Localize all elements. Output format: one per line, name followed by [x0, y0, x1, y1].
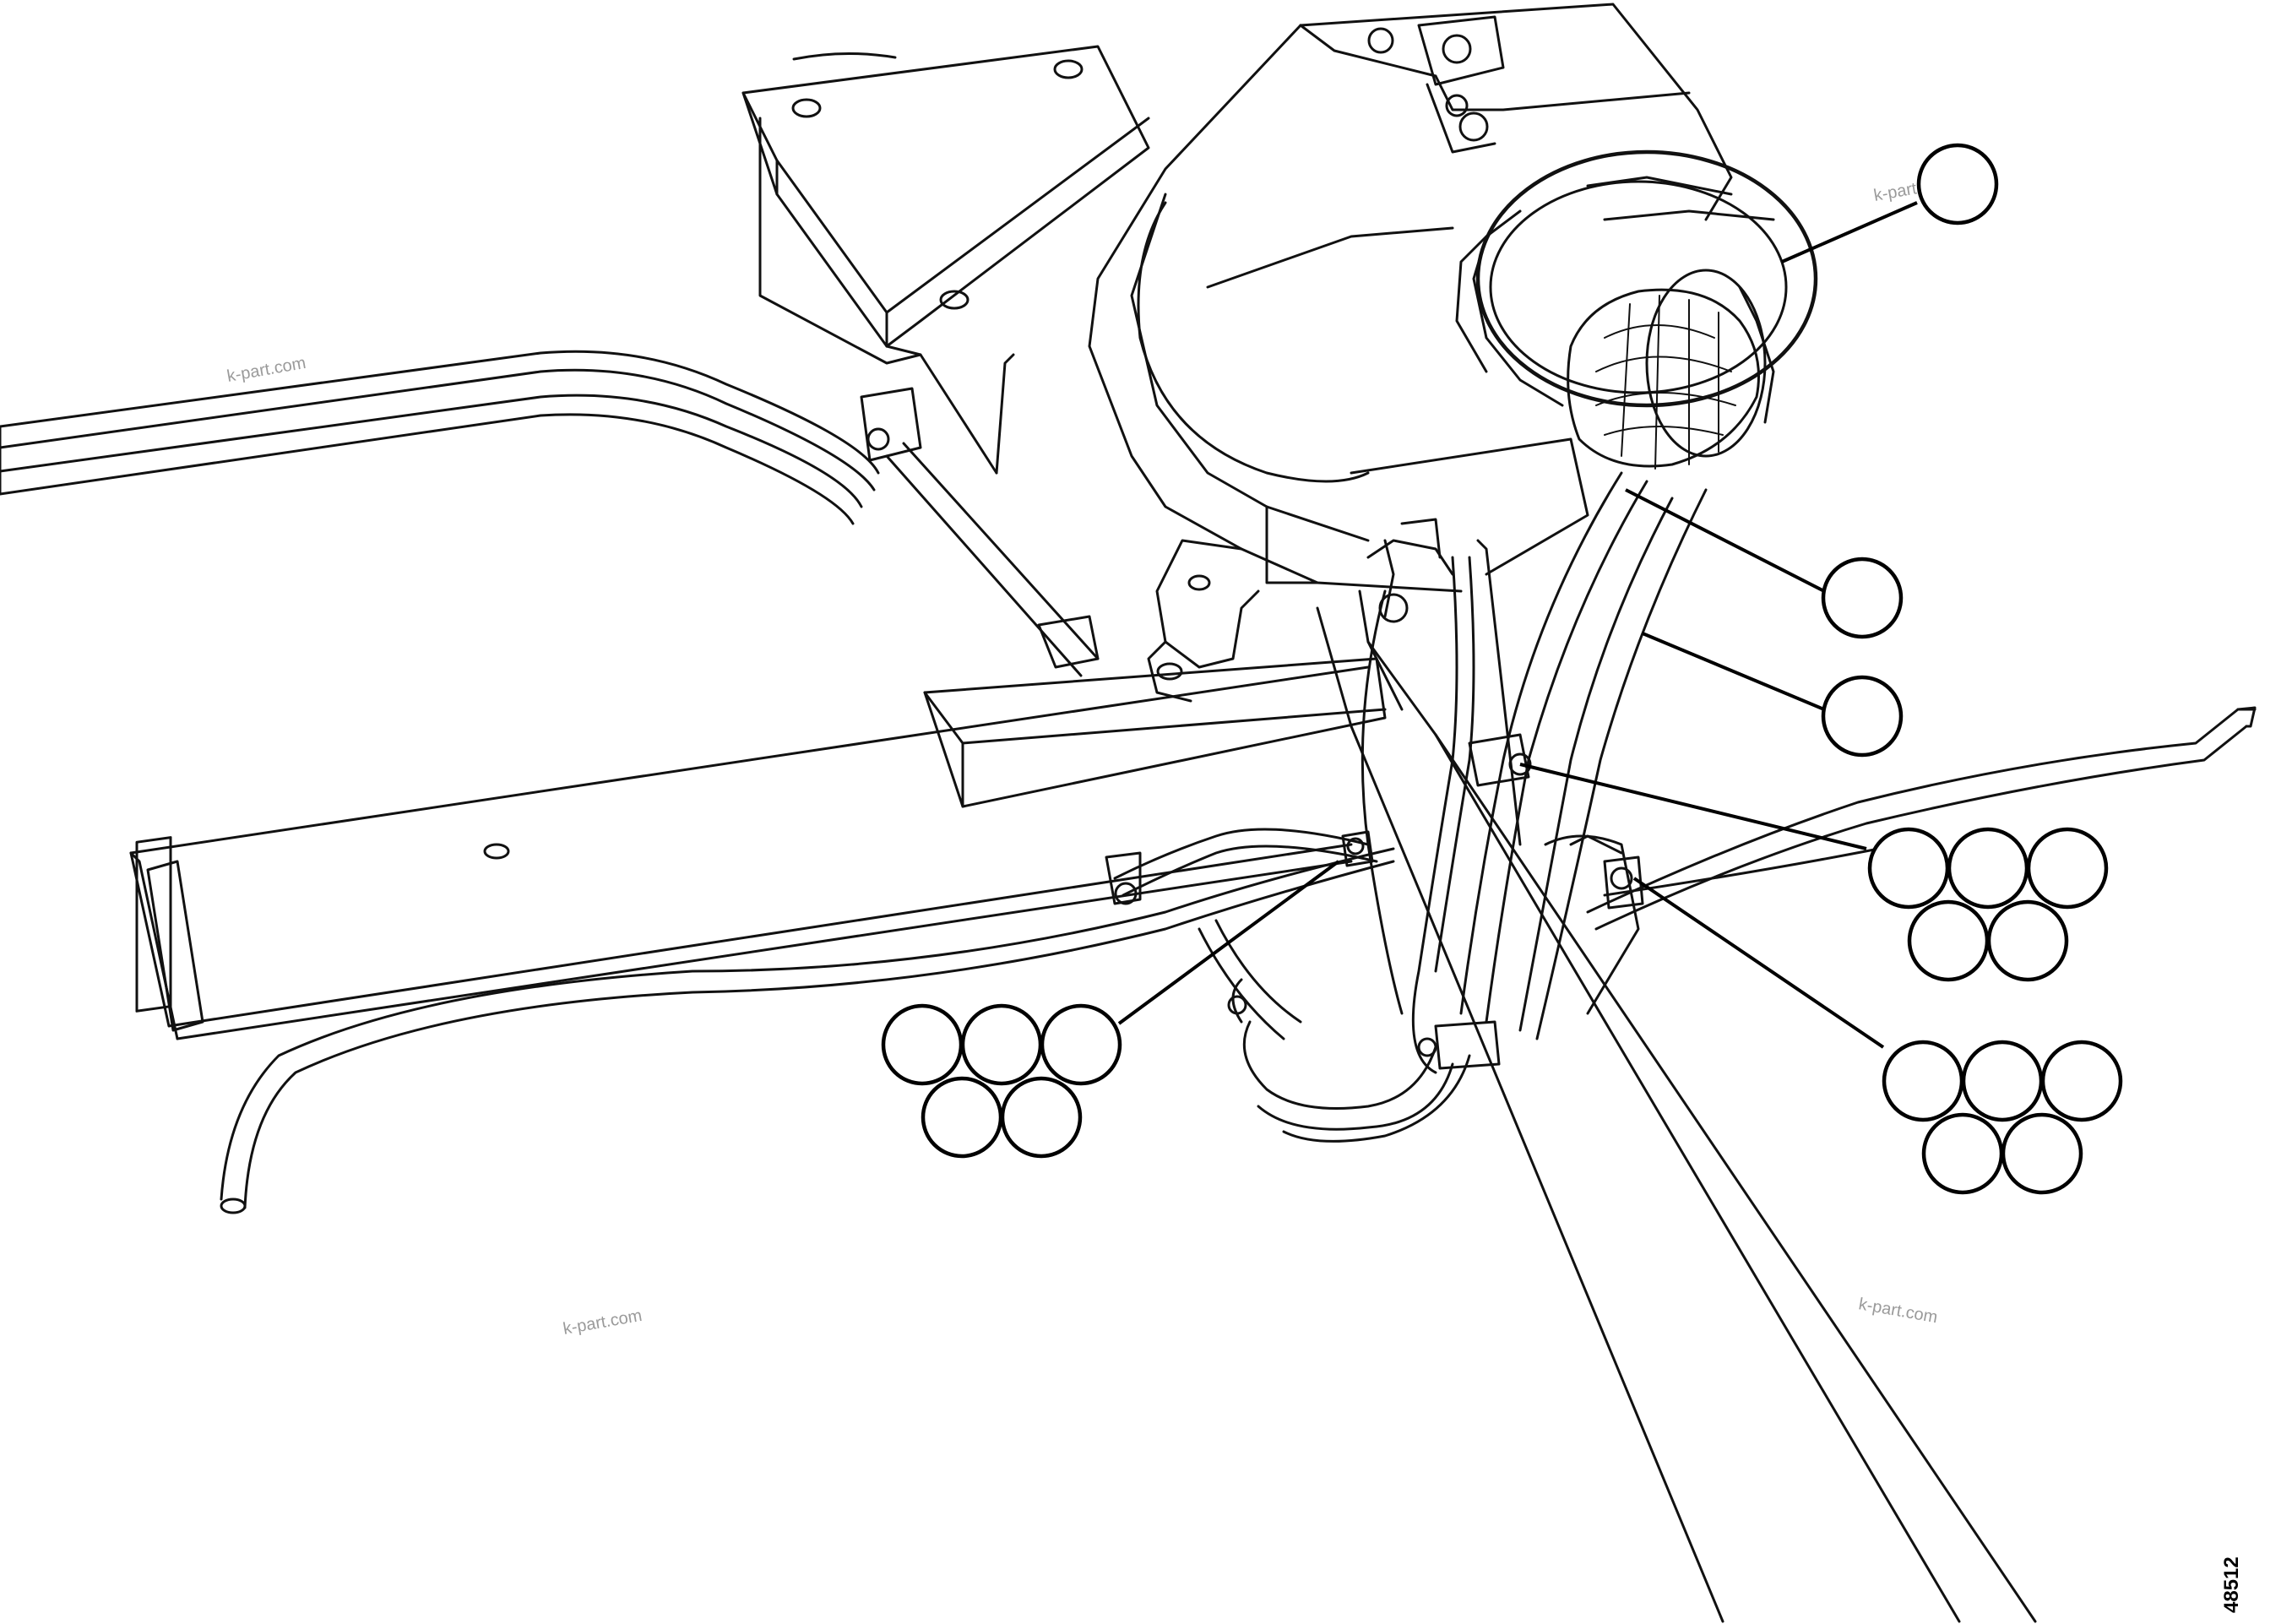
watermark-bottom-left: k-part.com	[562, 1306, 644, 1339]
callout-5[interactable]	[881, 1003, 1122, 1159]
leader-lines	[1117, 201, 1918, 1049]
leader-line-2	[1625, 488, 1825, 593]
callout-3[interactable]	[1821, 675, 1904, 758]
callout-bubble[interactable]	[1882, 1040, 1964, 1122]
callout-2[interactable]	[1821, 557, 1904, 639]
callout-bubble[interactable]	[960, 1003, 1043, 1086]
callout-bubble[interactable]	[1907, 899, 1990, 982]
callout-bubble[interactable]	[1821, 675, 1904, 758]
leader-line-4	[1519, 763, 1867, 850]
callout-bubble[interactable]	[1916, 143, 1999, 225]
tube-bracket	[1366, 518, 1640, 1015]
alternator-bracket	[1088, 3, 1733, 703]
leader-line-6	[1632, 877, 1885, 1049]
callout-bubble[interactable]	[1821, 557, 1904, 639]
cross-member	[923, 657, 1387, 808]
callout-bubble[interactable]	[1000, 1076, 1083, 1159]
callout-6[interactable]	[1882, 1040, 2123, 1195]
callout-bubble[interactable]	[1867, 827, 1950, 910]
watermark-bottom-right: k-part.com	[1857, 1295, 1939, 1327]
lower-hose	[220, 847, 1395, 1214]
alternator	[1455, 149, 1818, 470]
callout-4[interactable]	[1867, 827, 2109, 982]
callout-1[interactable]	[1916, 143, 1999, 225]
callout-bubble[interactable]	[1947, 827, 2029, 910]
callout-bubble[interactable]	[881, 1003, 964, 1086]
callout-bubble[interactable]	[1986, 899, 2069, 982]
main-tube	[1316, 589, 2037, 1623]
callout-bubble[interactable]	[2001, 1112, 2083, 1195]
engine-drawing	[0, 3, 2257, 1623]
leader-line-3	[1642, 632, 1825, 711]
upper-hoses	[0, 350, 1100, 677]
callout-bubble[interactable]	[2040, 1040, 2123, 1122]
callout-bubble[interactable]	[1040, 1003, 1122, 1086]
callout-bubble[interactable]	[921, 1076, 1003, 1159]
callout-bubble[interactable]	[1921, 1112, 2004, 1195]
figure-number: 48512	[2220, 1556, 2243, 1613]
alternator-fan-grille	[1567, 288, 1760, 470]
square-tube-frame	[129, 665, 1370, 1040]
callout-bubble[interactable]	[2026, 827, 2109, 910]
callout-bubble[interactable]	[1961, 1040, 2044, 1122]
watermark-top-left: k-part.com	[225, 354, 307, 386]
leader-line-1	[1781, 201, 1918, 263]
wiring-harness	[1113, 471, 1708, 1143]
mounting-plate	[741, 45, 1150, 475]
leader-line-5	[1117, 860, 1340, 1025]
